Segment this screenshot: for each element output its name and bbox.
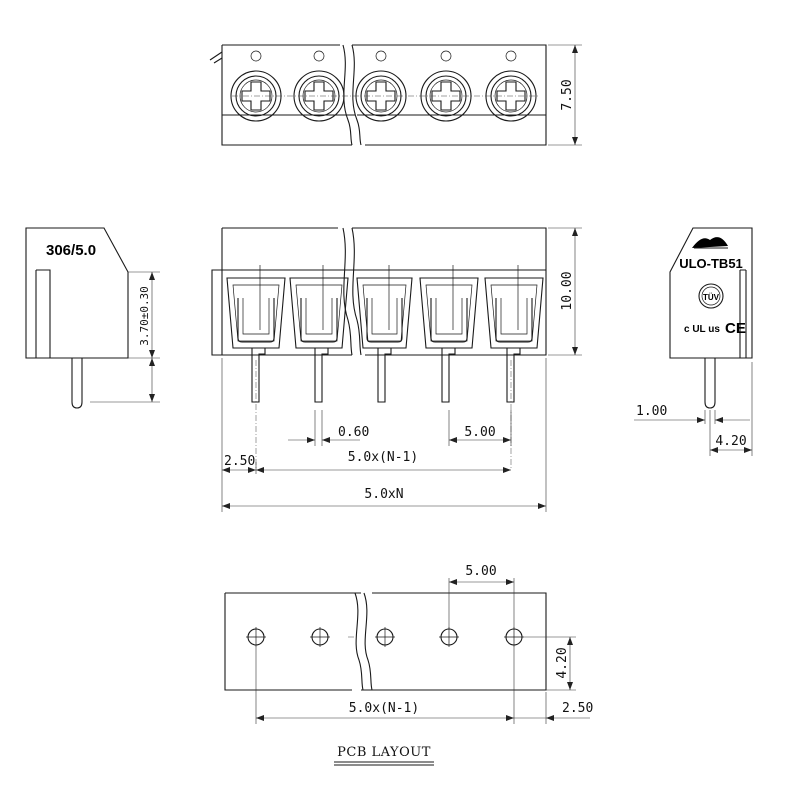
tuv-mark-icon: TÜV [698, 283, 724, 309]
pcb-pitch-lines [448, 578, 515, 629]
screw-4 [420, 50, 472, 122]
left-side-view: 306/5.0 3.70±0.30 [25, 227, 160, 409]
screw-5 [485, 50, 537, 122]
svg-text:CE: CE [725, 320, 746, 337]
right-view-body [669, 227, 753, 359]
terminal-3 [356, 265, 413, 403]
pcb-span-lines [255, 647, 590, 724]
terminal-1 [226, 265, 286, 470]
front-view-break-1 [342, 227, 353, 356]
svg-text:c UL us: c UL us [684, 324, 720, 335]
front-view-height-lines [548, 227, 582, 356]
pcb-pitch-arrows [449, 579, 514, 585]
pcb-hole-4 [439, 627, 459, 647]
right-view-pin [704, 358, 716, 409]
front-view-dim-total: 5.0xN [364, 487, 403, 502]
front-view: 10.00 0.60 5.00 2.50 5.0x(N-1) 5.0xN [211, 227, 582, 512]
front-view-total-lines [222, 358, 547, 512]
screw-2 [293, 50, 345, 122]
pcb-dim-row: 4.20 [555, 647, 570, 678]
top-view-marker [209, 51, 223, 64]
pcb-outline-right [361, 592, 547, 691]
pcb-break-1 [363, 592, 373, 691]
left-view-body [25, 227, 129, 359]
brand-logo-icon [692, 237, 728, 249]
front-view-dim-pitch: 5.00 [464, 425, 495, 440]
front-view-dim-edge: 2.50 [224, 454, 255, 469]
top-view-dim-height: 7.50 [560, 79, 575, 110]
right-view-slot [739, 269, 747, 358]
front-view-pinwidth-arrows [307, 437, 330, 443]
pcb-layout-title-underline [334, 761, 434, 766]
front-view-dim-height: 10.00 [560, 271, 575, 310]
top-view-break-1 [342, 44, 353, 146]
left-view-dim-lines [90, 271, 160, 403]
front-view-pinwidth-lines [288, 410, 360, 446]
front-view-body-left [211, 227, 352, 356]
right-view-dim-pin: 1.00 [636, 404, 667, 419]
screw-1 [230, 50, 282, 122]
front-view-span-lines [221, 358, 511, 512]
right-side-view: ULO-TB51 TÜV c UL us CE 1.00 4.20 [634, 227, 753, 456]
left-view-slot-a [36, 269, 51, 358]
pcb-hole-1 [246, 627, 266, 647]
ul-mark-icon: c UL us [684, 324, 720, 335]
pcb-layout: 5.00 4.20 5.0x(N-1) 2.50 PCB LAYOUT [224, 564, 593, 766]
pcb-dim-pitch: 5.00 [465, 564, 496, 579]
left-view-dim-pin-height: 3.70±0.30 [138, 286, 151, 346]
screw-3 [355, 50, 407, 122]
pcb-hole-2 [310, 627, 330, 647]
front-view-dim-pitch-span: 5.0x(N-1) [348, 450, 418, 465]
pcb-layout-title: PCB LAYOUT [337, 745, 431, 760]
left-view-pin [71, 358, 83, 409]
top-view-break-2 [351, 44, 362, 146]
pcb-dim-edge: 2.50 [562, 701, 593, 716]
pcb-outline-left [224, 592, 361, 691]
ce-mark-icon: CE [725, 320, 746, 337]
front-view-break-2 [351, 227, 362, 356]
terminal-2 [289, 265, 349, 403]
front-view-dim-pin-width: 0.60 [338, 425, 369, 440]
terminal-4 [419, 265, 479, 403]
pcb-break-2 [354, 592, 364, 691]
pcb-dim-span: 5.0x(N-1) [349, 701, 419, 716]
pcb-row-lines [524, 636, 576, 691]
right-view-part-label: ULO-TB51 [679, 256, 743, 271]
top-view-dim-lines [548, 44, 582, 146]
svg-text:TÜV: TÜV [703, 293, 720, 302]
front-view-body-right [352, 227, 547, 356]
top-view-body-left [221, 44, 355, 146]
pcb-hole-5 [504, 627, 524, 647]
pcb-hole-3 [375, 627, 395, 647]
right-view-pin-arrows [697, 417, 723, 423]
top-view: 7.50 [209, 44, 582, 146]
left-view-model-label: 306/5.0 [46, 242, 96, 259]
right-view-dim-offset: 4.20 [715, 434, 746, 449]
right-view-pin-lines [634, 410, 750, 424]
